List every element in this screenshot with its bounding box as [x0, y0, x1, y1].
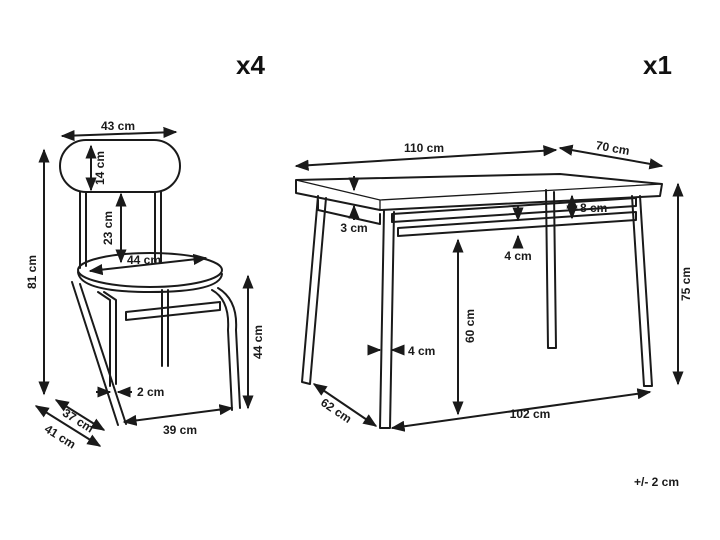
table-apron-height-label: 8 cm	[580, 201, 607, 215]
chair-seat-diameter-line	[88, 253, 208, 276]
table-leg-back-right	[545, 189, 557, 349]
chair-seat	[77, 252, 223, 288]
table-stretcher	[397, 211, 637, 237]
chair-base-width-line	[122, 404, 234, 426]
chair-leg-back-right	[161, 289, 169, 367]
chair-seat-height-label: 44 cm	[251, 325, 265, 359]
table-length-label: 110 cm	[404, 141, 444, 155]
chair-back-post-left	[79, 191, 87, 269]
chair-stretcher	[125, 301, 221, 321]
chair-leg-front-left	[71, 281, 127, 426]
chair-back-width-line	[60, 126, 178, 142]
table-leg-back-left	[301, 195, 327, 385]
table-leg-length-line	[390, 388, 652, 432]
chair-back-height-label: 14 cm	[93, 151, 107, 185]
chair-total-depth-line	[34, 405, 102, 447]
table-leg-front-right	[631, 195, 653, 387]
chair-back-width-label: 43 cm	[101, 119, 135, 133]
table-length-line	[294, 145, 558, 171]
chair-quantity-label: x4	[236, 50, 265, 80]
table-top-thickness-label: 3 cm	[340, 221, 367, 235]
chair-leg-back-left	[97, 291, 117, 387]
chair-total-depth-label: 41 cm	[42, 422, 78, 452]
table-stretcher-height-label: 4 cm	[504, 249, 531, 263]
chair-back-gap-label: 23 cm	[101, 211, 115, 245]
chair-back-post-right	[154, 191, 162, 263]
table-top-edge	[295, 179, 663, 210]
table-leg-front-left	[379, 209, 395, 429]
table-clearance-height-label: 60 cm	[463, 309, 477, 343]
table-leg-depth-line	[312, 383, 378, 427]
table-quantity-label: x1	[643, 50, 672, 80]
table-leg-width-label: 4 cm	[408, 344, 435, 358]
chair-leg-front-right	[211, 287, 241, 411]
tolerance-note: +/- 2 cm	[634, 475, 679, 489]
table-total-height-label: 75 cm	[679, 267, 693, 301]
table-top	[295, 173, 663, 211]
chair-base-width-label: 39 cm	[163, 423, 197, 437]
table-drawing: 110 cm 70 cm 3 cm 8 cm 4 cm 75 cm 60 cm …	[294, 138, 693, 432]
chair-total-height-label: 81 cm	[25, 255, 39, 289]
chair-seat-edge	[77, 271, 223, 293]
table-width-label: 70 cm	[595, 138, 631, 158]
table-leg-length-label: 102 cm	[510, 407, 551, 421]
chair-backrest	[59, 139, 181, 193]
chair-drawing: 43 cm 14 cm 23 cm 81 cm 44 cm 44 cm 2 cm…	[25, 119, 265, 452]
chair-leg-thickness-label: 2 cm	[137, 385, 164, 399]
chair-seat-diameter-label: 44 cm	[127, 253, 161, 267]
table-width-line	[558, 144, 664, 170]
